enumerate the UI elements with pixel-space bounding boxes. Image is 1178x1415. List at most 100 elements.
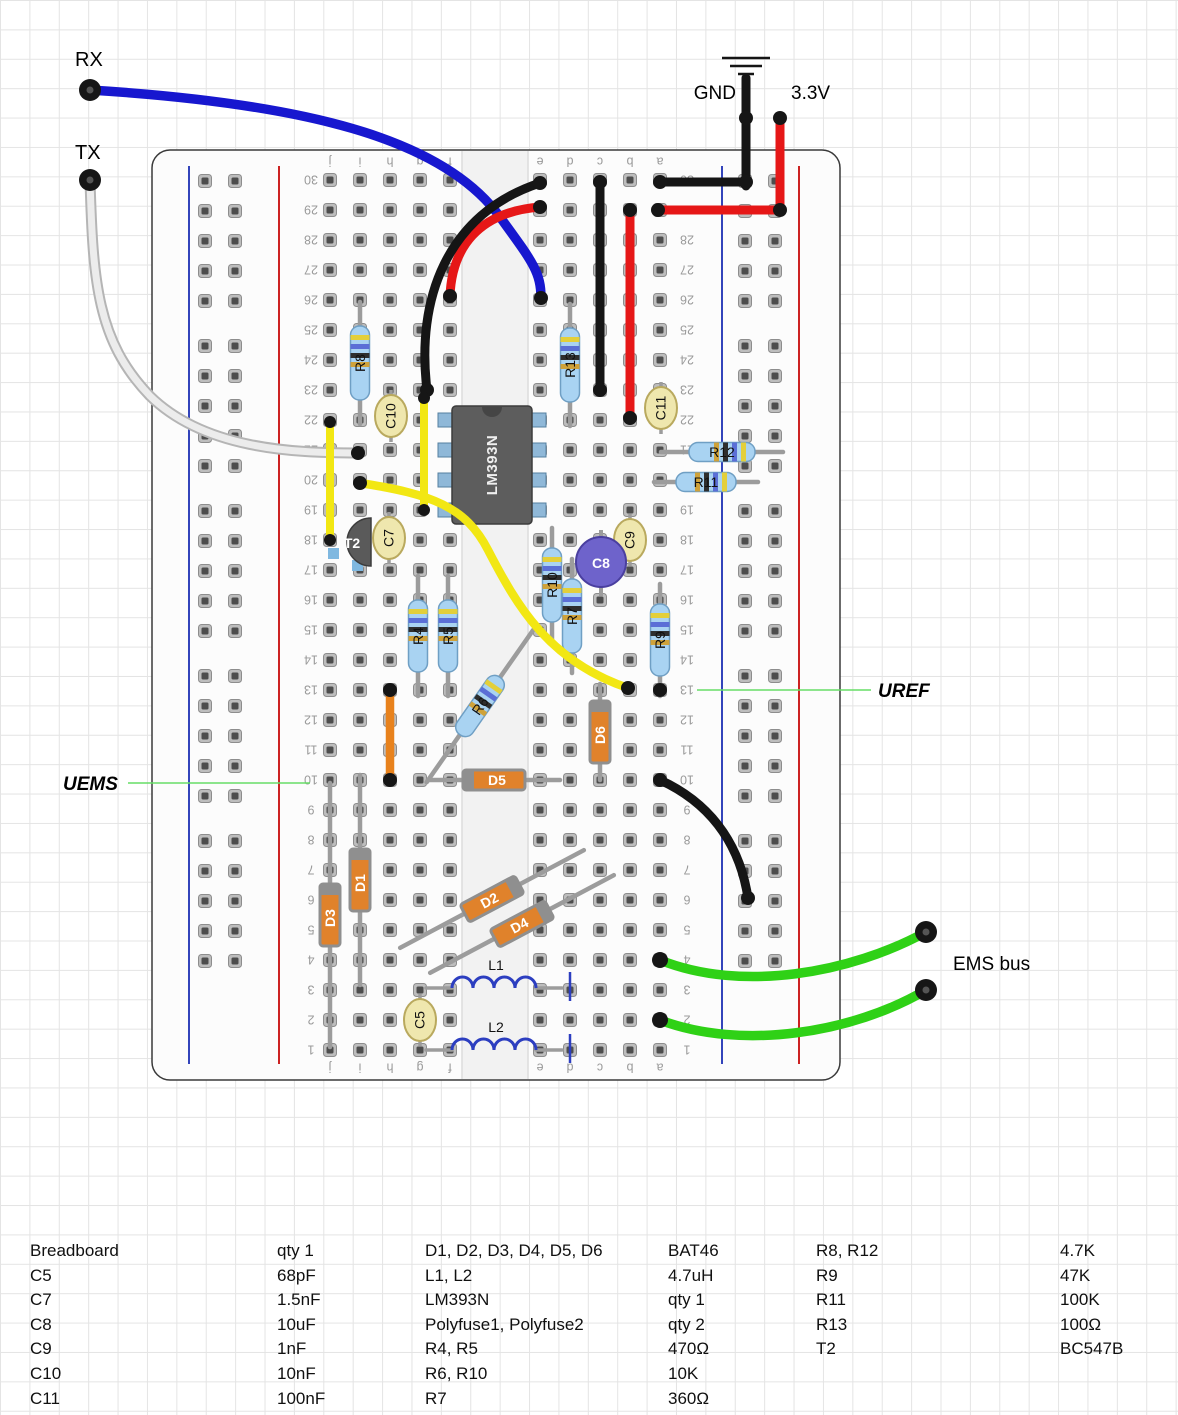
resistor-band: [479, 686, 498, 702]
resistor-r13: R13: [559, 301, 581, 429]
diode-label: D2: [478, 889, 502, 912]
part-ref: R4, R5: [425, 1339, 478, 1359]
wire-endpoint: [741, 891, 755, 905]
wire-endpoint: [653, 773, 667, 787]
row-number: 26: [680, 293, 694, 307]
ic-lm393n: LM393N: [437, 405, 547, 525]
resistor-band: [650, 640, 670, 645]
row-number: 5: [683, 923, 690, 937]
part-value: 470Ω: [668, 1339, 710, 1359]
row-number: 26: [304, 293, 318, 307]
row-number: 6: [683, 893, 690, 907]
diode-label: D6: [592, 726, 608, 744]
transistor-pad: [328, 548, 339, 559]
resistor-r9: R9: [649, 581, 671, 699]
diode-d4: D4: [427, 872, 617, 976]
part-value: 1nF: [277, 1339, 307, 1359]
resistor-r10: R10: [541, 525, 563, 645]
diode-d3: D3: [318, 780, 342, 1050]
resistor-band: [713, 472, 718, 492]
resistor-label: R7: [564, 607, 580, 625]
resistor-band: [741, 442, 746, 462]
resistor-band: [542, 584, 562, 589]
resistor-band: [542, 566, 562, 571]
part-value: [1060, 1387, 1165, 1412]
resistor-r6: R6: [424, 627, 536, 785]
row-number: 12: [680, 713, 694, 727]
wire-endpoint: [443, 289, 457, 303]
capacitor-c8: C8: [575, 530, 627, 596]
part-value: BAT46: [668, 1241, 719, 1260]
transistor-t2: T2: [328, 517, 372, 571]
part-ref: C8: [30, 1314, 52, 1334]
part-ref: Breadboard: [30, 1241, 119, 1260]
diode-label: D1: [352, 874, 368, 892]
part-value: 100K: [1060, 1290, 1100, 1310]
resistor-label: R4: [410, 627, 426, 645]
resistor-band: [562, 597, 582, 602]
column-letter: d: [566, 155, 573, 169]
wire-endpoint: [533, 176, 547, 190]
part-value: 10K: [668, 1363, 699, 1383]
row-number: 1: [307, 1043, 314, 1057]
wires: [84, 73, 931, 1041]
ic-label: LM393N: [484, 435, 501, 496]
capacitor-label: C9: [622, 531, 638, 549]
wire-endpoint: [383, 683, 397, 697]
resistor-label: R10: [544, 572, 560, 598]
resistor-band: [473, 693, 493, 709]
diode-d5: D5: [425, 768, 563, 792]
resistor-band: [408, 618, 428, 623]
diode-d6: D6: [588, 681, 612, 783]
capacitor-c11: C11: [644, 382, 678, 434]
part-ref: LM393N: [425, 1290, 490, 1310]
wire-endpoint: [418, 392, 430, 404]
part-value: 68pF: [277, 1265, 316, 1285]
resistor-r4: R4: [407, 573, 429, 699]
column-letter: i: [359, 155, 362, 169]
wire-endpoint: [621, 681, 635, 695]
annotations: RX TX GND 3.3V UREF UEMS EMS bus: [63, 49, 1030, 975]
row-number: 28: [680, 233, 694, 247]
resistor-band: [484, 679, 503, 695]
row-number: 25: [304, 323, 318, 337]
wire-endpoint: [351, 446, 365, 460]
diode-band: [590, 701, 610, 712]
part-ref: R11: [816, 1290, 846, 1310]
part-value: 1.5nF: [277, 1290, 321, 1310]
resistor-band: [732, 442, 737, 462]
column-letter: e: [536, 155, 543, 169]
column-letter: a: [656, 155, 663, 169]
transistor-label: T2: [344, 535, 361, 551]
inductor-l1: L1: [424, 957, 572, 1001]
row-number: 10: [680, 773, 694, 787]
column-letter: d: [566, 1061, 573, 1075]
row-number: 19: [304, 503, 318, 517]
row-number: 23: [304, 383, 318, 397]
uref-label: UREF: [878, 681, 931, 702]
inductor-l2: L2: [424, 1019, 572, 1063]
column-letter: j: [329, 155, 333, 169]
wire-endpoint: [623, 411, 637, 425]
part-ref: Polyfuse1, Polyfuse2: [425, 1314, 584, 1334]
row-number: 9: [307, 803, 314, 817]
row-number: 27: [304, 263, 318, 277]
wire-endpoints: [79, 79, 937, 1028]
column-letter: h: [386, 1061, 393, 1075]
part-value: BC547B: [1060, 1339, 1124, 1359]
row-number: 7: [683, 863, 690, 877]
resistor-band: [714, 442, 719, 462]
wire-endpoint: [353, 476, 367, 490]
part-ref: R8, R12: [816, 1241, 879, 1260]
resistor-band: [438, 627, 458, 632]
row-number: 4: [307, 953, 314, 967]
row-number: 28: [304, 233, 318, 247]
diode-band: [534, 900, 555, 924]
ems-wire-1: [655, 927, 931, 982]
inductor-label: L1: [488, 957, 504, 973]
